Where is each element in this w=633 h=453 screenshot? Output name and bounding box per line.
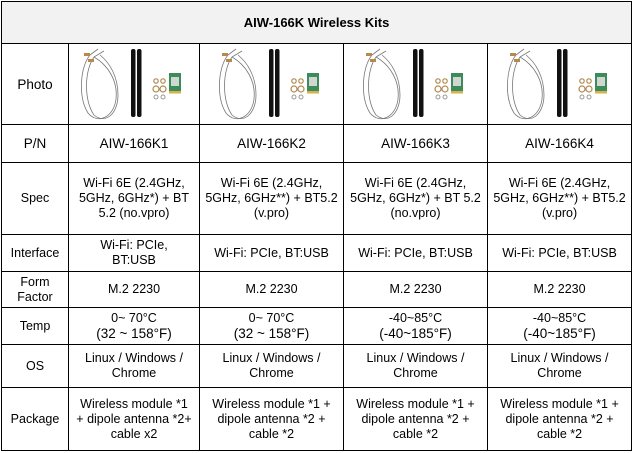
form-factor-cell: M.2 2230 xyxy=(343,271,488,308)
form-factor-cell: M.2 2230 xyxy=(486,271,633,308)
temp-celsius: -40~85°C xyxy=(532,311,587,325)
temp-cell: 0~ 70°C(32 ~ 158°F) xyxy=(68,307,200,345)
temp-fahrenheit: (32 ~ 158°F) xyxy=(96,326,172,341)
interface-cell: Wi-Fi: PCIe, BT:USB xyxy=(199,234,344,272)
spec-note: (v.pro) xyxy=(541,206,578,220)
part-number: AIW-166K2 xyxy=(199,124,344,163)
spec-note: (v.pro) xyxy=(253,206,290,220)
kit-image xyxy=(218,48,319,120)
spec-text: Wi-Fi 6E (2.4GHz, 5GHz, 6GHz**) + BT5.2 xyxy=(205,176,338,205)
part-number: AIW-166K1 xyxy=(68,124,200,163)
os-cell: Linux / Windows / Chrome xyxy=(486,344,633,388)
package-cell: Wireless module *1 + dipole antenna *2 +… xyxy=(199,387,344,451)
kit-photo xyxy=(68,43,200,125)
row-label-os: OS xyxy=(1,344,69,388)
row-label-interface: Interface xyxy=(1,234,69,272)
form-label-line2: Factor xyxy=(17,289,53,304)
spec-text: Wi-Fi 6E (2.4GHz, 5GHz, 6GHz*) + BT 5.2 … xyxy=(78,176,190,220)
row-label-photo: Photo xyxy=(1,43,69,125)
spec-text: Wi-Fi 6E (2.4GHz, 5GHz, 6GHz*) + BT 5.2 … xyxy=(350,176,481,220)
temp-fahrenheit: (32 ~ 158°F) xyxy=(233,326,310,341)
temp-fahrenheit: (-40~185°F) xyxy=(379,326,452,341)
part-number: AIW-166K3 xyxy=(343,124,488,163)
row-label-package: Package xyxy=(1,387,69,451)
form-factor-cell: M.2 2230 xyxy=(68,271,200,308)
table-title: AIW-166K Wireless Kits xyxy=(0,1,633,44)
row-label-temp: Temp xyxy=(1,307,69,345)
interface-cell: Wi-Fi: PCIe, BT:USB xyxy=(343,234,488,272)
interface-cell: Wi-Fi: PCIe, BT:USB xyxy=(486,234,633,272)
kit-image xyxy=(506,48,607,120)
temp-cell: 0~ 70°C(32 ~ 158°F) xyxy=(199,307,344,345)
spec-cell: Wi-Fi 6E (2.4GHz, 5GHz, 6GHz*) + BT 5.2 … xyxy=(343,162,488,235)
spec-text: Wi-Fi 6E (2.4GHz, 5GHz, 6GHz**) + BT5.2 xyxy=(493,176,626,205)
part-number: AIW-166K4 xyxy=(486,124,633,163)
package-cell: Wireless module *1 + dipole antenna *2 +… xyxy=(486,387,633,451)
form-label-line1: Form xyxy=(20,274,50,289)
spec-cell: Wi-Fi 6E (2.4GHz, 5GHz, 6GHz**) + BT5.2(… xyxy=(199,162,344,235)
os-cell: Linux / Windows / Chrome xyxy=(199,344,344,388)
package-cell: Wireless module *1 + dipole antenna *2+ … xyxy=(68,387,200,451)
os-cell: Linux / Windows / Chrome xyxy=(343,344,488,388)
temp-cell: -40~85°C(-40~185°F) xyxy=(486,307,633,345)
package-cell: Wireless module *1 + dipole antenna *2 +… xyxy=(343,387,488,451)
spec-cell: Wi-Fi 6E (2.4GHz, 5GHz, 6GHz*) + BT 5.2 … xyxy=(68,162,200,235)
temp-cell: -40~85°C(-40~185°F) xyxy=(343,307,488,345)
temp-celsius: 0~ 70°C xyxy=(248,311,295,325)
kit-image xyxy=(81,48,181,120)
kit-image xyxy=(362,48,463,120)
kit-photo xyxy=(199,43,344,125)
row-label-pn: P/N xyxy=(1,124,69,163)
interface-cell: Wi-Fi: PCIe, BT:USB xyxy=(68,234,200,272)
temp-celsius: -40~85°C xyxy=(388,311,443,325)
temp-fahrenheit: (-40~185°F) xyxy=(523,326,596,341)
os-cell: Linux / Windows / Chrome xyxy=(68,344,200,388)
spec-cell: Wi-Fi 6E (2.4GHz, 5GHz, 6GHz**) + BT5.2(… xyxy=(486,162,633,235)
kit-photo xyxy=(486,43,633,125)
row-label-spec: Spec xyxy=(1,162,69,235)
kit-photo xyxy=(343,43,488,125)
form-factor-cell: M.2 2230 xyxy=(199,271,344,308)
temp-celsius: 0~ 70°C xyxy=(111,311,157,325)
